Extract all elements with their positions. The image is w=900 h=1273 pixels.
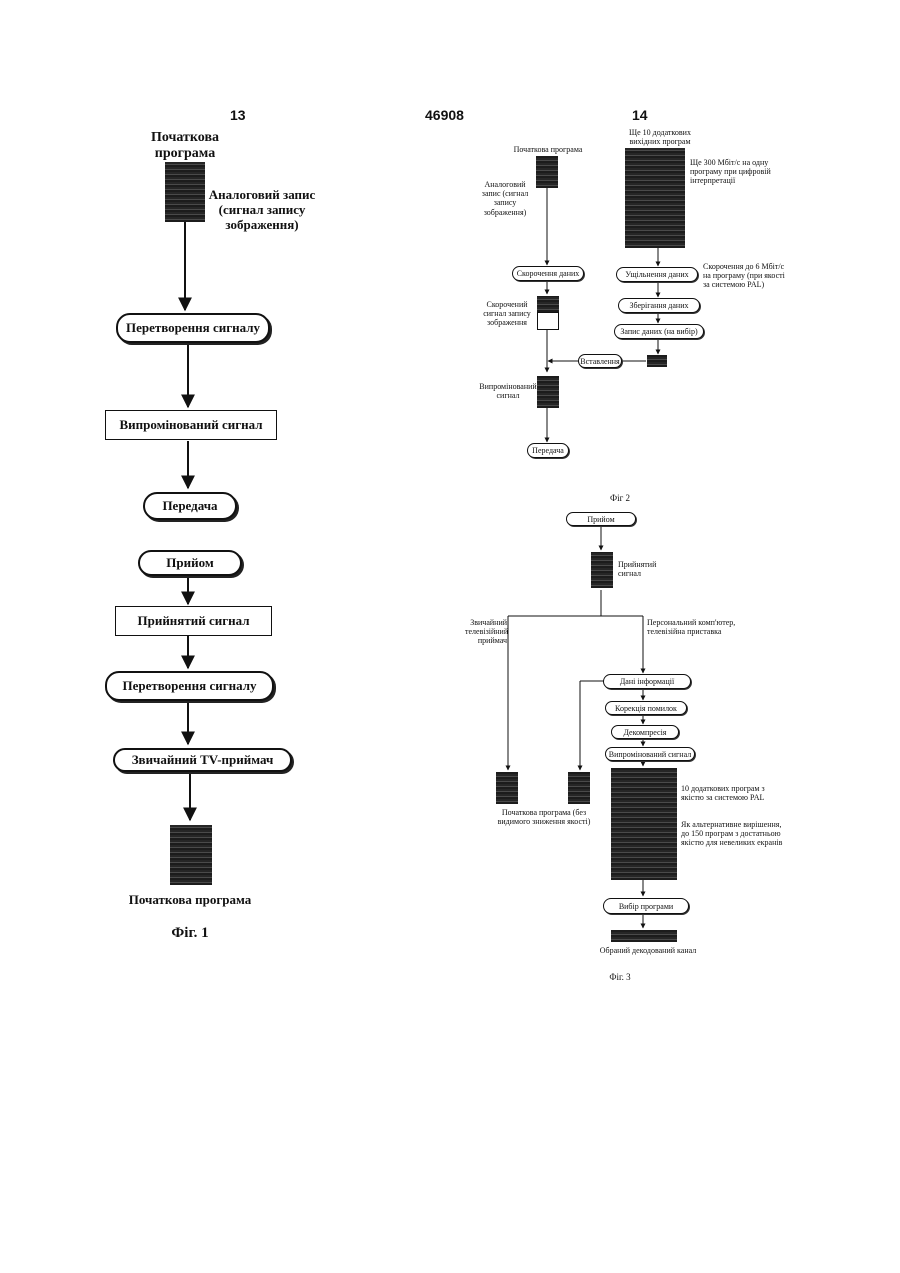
document-number: 46908: [425, 107, 464, 123]
fig3-pc-direct-block: [568, 772, 590, 804]
fig1-result-label: Початкова програма: [120, 893, 260, 908]
fig2-compress-right-step: Ущільнення даних: [616, 267, 698, 282]
fig3-extra-pal-label: 10 додаткових програм з якістю за систем…: [681, 784, 781, 802]
fig2-emitted-block: [537, 376, 559, 408]
fig1-result-block: [170, 825, 212, 885]
fig1-source-label: Початкова програма: [140, 130, 230, 162]
fig3-alternative-label: Як альтернативне вирішення, до 150 прогр…: [681, 820, 785, 848]
fig2-source-label: Початкова програма: [508, 145, 588, 154]
fig3-pc-label: Персональний комп'ютер, телевізійна прис…: [647, 618, 742, 636]
fig2-transmit-step: Передача: [527, 443, 569, 458]
fig1-received-signal-box: Прийнятий сигнал: [115, 606, 272, 636]
fig1-convert-signal-step: Перетворення сигналу: [116, 313, 270, 343]
fig3-error-correction-step: Корекція помилок: [605, 701, 687, 715]
fig1-tv-receiver-step: Звичайний TV-приймач: [113, 748, 292, 772]
fig1-transmit-step: Передача: [143, 492, 237, 520]
fig3-caption: Фіг. 3: [600, 972, 640, 982]
fig3-received-label: Прийнятий сигнал: [618, 560, 668, 578]
fig1-convert-signal-step-2: Перетворення сигналу: [105, 671, 274, 701]
fig1-analog-record-label: Аналоговий запис (сигнал запису зображен…: [208, 188, 316, 233]
fig2-extra-programs-label: Ще 10 додаткових вихідних програм: [620, 128, 700, 146]
fig3-data-info-step: Дані інформації: [603, 674, 691, 689]
fig3-select-step: Вибір програми: [603, 898, 689, 914]
fig3-decompression-step: Декомпресія: [611, 725, 679, 739]
fig2-insert-step: Вставлення: [578, 354, 622, 368]
fig1-receive-step: Прийом: [138, 550, 242, 576]
fig3-selected-block: [611, 930, 677, 942]
fig2-caption: Фіг 2: [600, 493, 640, 503]
fig3-receive-step: Прийом: [566, 512, 636, 526]
fig2-store-step: Зберігання даних: [618, 298, 700, 313]
fig2-source-block: [536, 156, 558, 188]
fig2-bandwidth-note: Ще 300 Мбіт/с на одну програму при цифро…: [690, 158, 775, 186]
fig2-compress-left-step: Скорочення даних: [512, 266, 584, 281]
fig2-compressed-block: [537, 296, 559, 312]
fig2-emitted-label: Випромінований сигнал: [478, 382, 538, 400]
left-page-number: 13: [230, 107, 246, 123]
fig3-multi-program-block: [611, 768, 677, 880]
fig3-source-no-loss-label: Початкова програма (без видимого зниженн…: [490, 808, 598, 826]
fig3-ordinary-tv-label: Звичайний телевізійний приймач: [465, 618, 507, 646]
fig2-record-block: [647, 355, 667, 367]
fig2-compressed-signal-label: Скорочений сигнал запису зображення: [476, 300, 538, 328]
fig3-ordinary-tv-block: [496, 772, 518, 804]
fig2-compressed-free-space: [537, 312, 559, 330]
fig1-caption: Фіг. 1: [160, 925, 220, 942]
fig1-emitted-signal-box: Випромінований сигнал: [105, 410, 277, 440]
fig3-selected-label: Обраний декодований канал: [598, 946, 698, 955]
fig1-source-block: [165, 162, 205, 222]
right-page-number: 14: [632, 107, 648, 123]
fig2-extra-programs-block: [625, 148, 685, 248]
fig2-compress-note: Скорочення до 6 Мбіт/с на програму (при …: [703, 262, 785, 290]
fig3-received-block: [591, 552, 613, 588]
fig2-record-step: Запис даних (на вибір): [614, 324, 704, 339]
fig3-emitted-step: Випромінований сигнал: [605, 747, 695, 761]
fig2-analog-record-label: Аналоговий запис (сигнал запису зображен…: [475, 180, 535, 217]
